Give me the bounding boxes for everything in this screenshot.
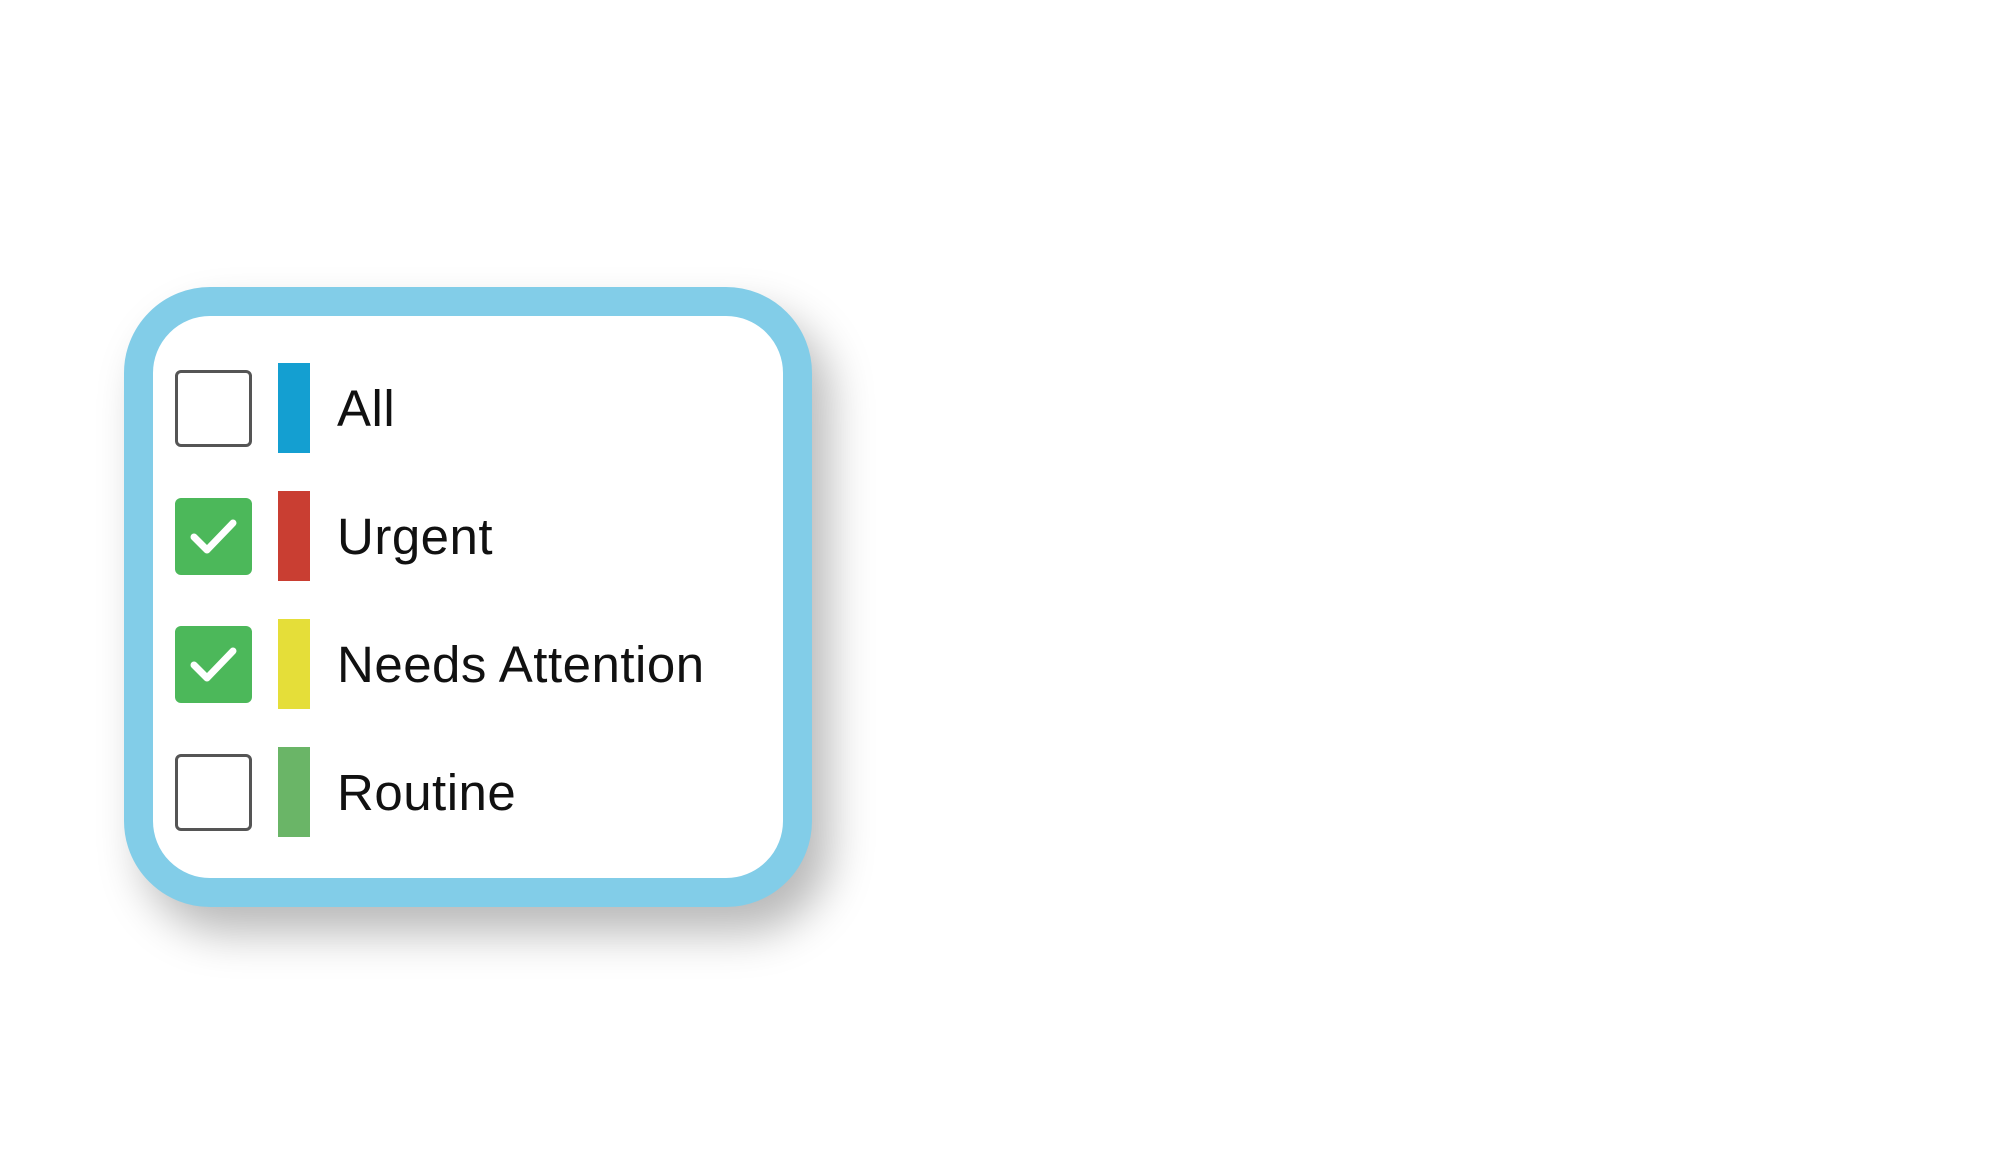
routine-color-swatch	[278, 747, 310, 837]
routine-checkbox[interactable]	[175, 753, 252, 831]
filter-row-needs-attention[interactable]: Needs Attention	[175, 619, 705, 709]
all-color-swatch	[278, 363, 310, 453]
routine-label: Routine	[337, 763, 517, 821]
check-icon	[190, 647, 237, 681]
urgent-color-swatch	[278, 491, 310, 581]
needs-attention-checkbox[interactable]	[175, 625, 252, 703]
all-checkbox[interactable]	[175, 369, 252, 447]
filter-row-routine[interactable]: Routine	[175, 747, 705, 837]
urgent-label: Urgent	[337, 507, 494, 565]
filter-row-urgent[interactable]: Urgent	[175, 491, 705, 581]
all-label: All	[337, 379, 396, 437]
filter-list: All Urgent Needs Attention Routine	[175, 363, 705, 837]
filter-row-all[interactable]: All	[175, 363, 705, 453]
check-icon	[190, 519, 237, 553]
priority-filter-panel: All Urgent Needs Attention Routine	[124, 287, 812, 907]
needs-attention-color-swatch	[278, 619, 310, 709]
urgent-checkbox[interactable]	[175, 497, 252, 575]
needs-attention-label: Needs Attention	[337, 635, 705, 693]
